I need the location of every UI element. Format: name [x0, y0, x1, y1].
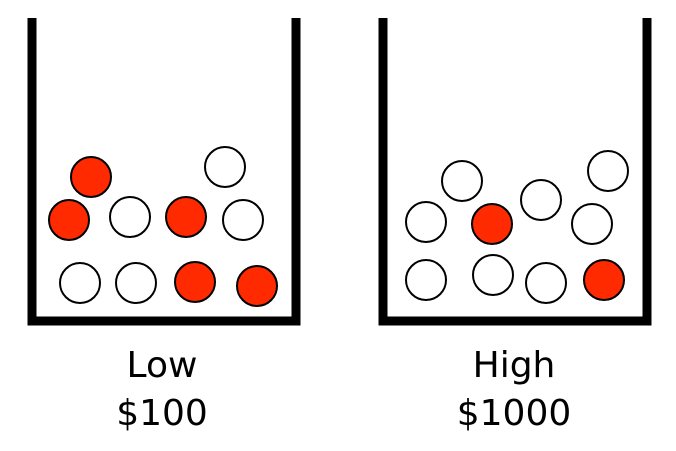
urn-high-container — [378, 18, 652, 326]
urn-low-red-ball — [48, 199, 90, 241]
urn-low-white-ball — [59, 262, 101, 304]
urn-high-white-ball — [405, 201, 447, 243]
urn-low-red-ball — [174, 261, 216, 303]
urn-high-white-ball — [405, 259, 447, 301]
urn-high-white-ball — [520, 179, 562, 221]
urn-low — [27, 18, 301, 326]
urn-high-white-ball — [571, 203, 613, 245]
urn-low-white-ball — [109, 196, 151, 238]
urn-high-white-ball — [472, 254, 514, 296]
urn-high-white-ball — [525, 262, 567, 304]
urn-low-label: Low — [126, 345, 198, 386]
urn-high-caption: High $1000 — [414, 342, 614, 438]
urn-high-red-ball — [471, 203, 513, 245]
urn-low-white-ball — [222, 199, 264, 241]
urn-high-amount: $1000 — [456, 393, 572, 434]
urn-high-balls — [405, 150, 629, 304]
urn-low-white-ball — [204, 146, 246, 188]
urn-high-label: High — [472, 345, 556, 386]
urn-high-red-ball — [583, 259, 625, 301]
urn-low-container — [27, 18, 301, 326]
urn-high-white-ball — [587, 150, 629, 192]
urn-low-amount: $100 — [116, 393, 208, 434]
urn-low-caption: Low $100 — [62, 342, 262, 438]
urn-high-white-ball — [441, 160, 483, 202]
urn-low-red-ball — [70, 156, 112, 198]
urn-low-red-ball — [236, 265, 278, 307]
urn-high — [378, 18, 652, 326]
urn-low-white-ball — [115, 262, 157, 304]
urn-low-balls — [48, 146, 278, 307]
urn-low-red-ball — [165, 196, 207, 238]
